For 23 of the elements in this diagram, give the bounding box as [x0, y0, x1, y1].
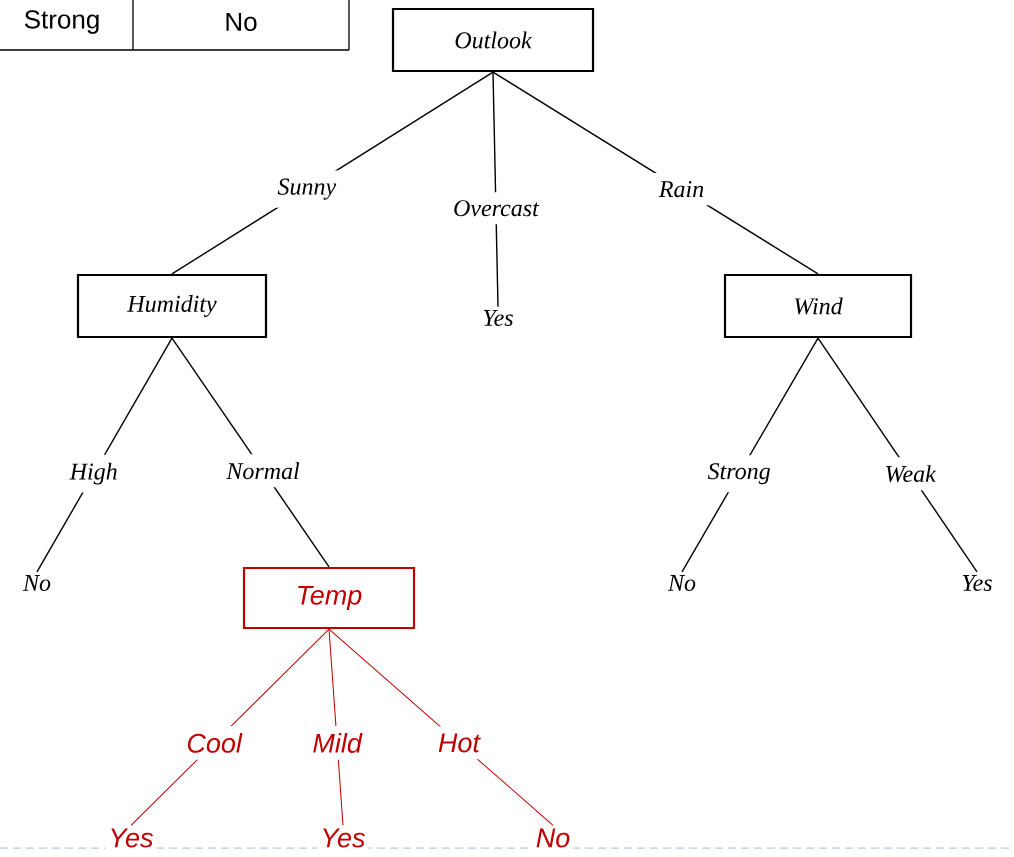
leaf-label: No [665, 572, 699, 594]
leaf-label: Yes [479, 307, 517, 329]
edge-label: High [61, 454, 126, 493]
edge-label: Rain [650, 173, 713, 206]
leaf-label: Yes [317, 825, 369, 851]
edge-label: Strong [699, 455, 779, 493]
leaf-label: Yes [958, 572, 996, 594]
leaf-label: No [532, 825, 574, 851]
leaf-label: Yes [105, 825, 157, 851]
edge-label: Mild [305, 726, 369, 760]
decision-box: Wind [723, 273, 913, 339]
decision-box: Temp [242, 566, 416, 630]
table-cell: No [226, 12, 257, 32]
edge-label: Sunny [269, 170, 345, 208]
decision-box: Humidity [76, 273, 268, 339]
leaf-label: No [20, 572, 54, 594]
edge-label: Normal [218, 454, 308, 488]
decision-box: Outlook [391, 7, 595, 73]
edge-label: Weak [876, 457, 944, 491]
edge-label: Cool [179, 726, 249, 760]
table-cell: Strong [24, 10, 99, 34]
edge-label: Overcast [445, 192, 547, 225]
edge-label: Hot [430, 726, 487, 760]
